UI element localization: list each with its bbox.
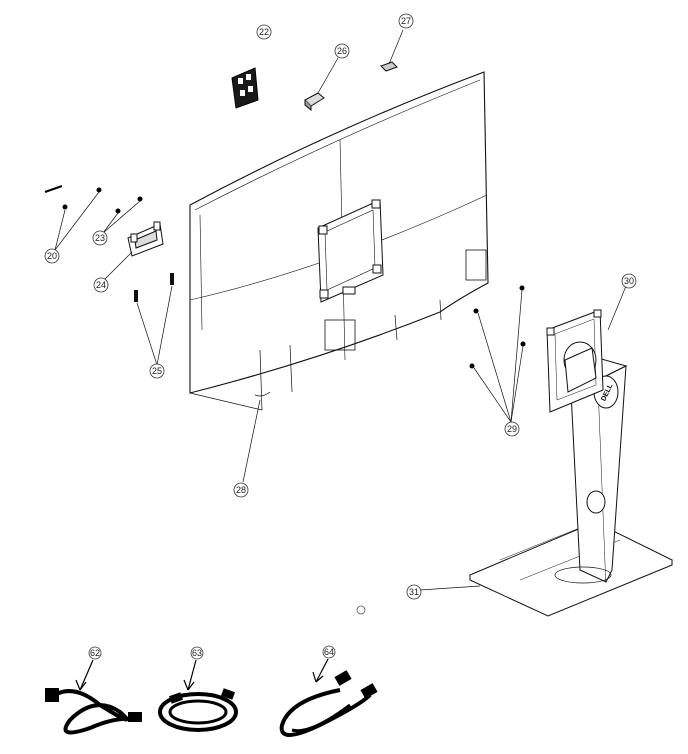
callout-27: 27 — [398, 13, 414, 29]
part-27-pad — [380, 29, 404, 72]
cable-64-displayport — [279, 658, 378, 737]
svg-text:62: 62 — [90, 648, 100, 658]
part-24-bracket — [103, 221, 164, 281]
svg-text:24: 24 — [96, 280, 106, 290]
callout-26: 26 — [334, 43, 350, 59]
part-29-screws — [469, 285, 526, 423]
small-ring — [356, 605, 366, 615]
callout-63: 63 — [190, 646, 204, 660]
svg-text:27: 27 — [401, 16, 411, 26]
vesa-mount-plate — [317, 199, 384, 303]
part-22-bracket — [231, 67, 259, 109]
callout-25: 25 — [149, 363, 165, 379]
callout-23: 23 — [92, 230, 108, 246]
callout-64: 64 — [322, 645, 336, 659]
callout-29: 29 — [504, 421, 520, 437]
part-25-pegs — [134, 273, 174, 366]
callout-28: 28 — [233, 482, 249, 498]
svg-text:25: 25 — [152, 366, 162, 376]
callout-24: 24 — [93, 277, 109, 293]
svg-text:23: 23 — [95, 233, 105, 243]
callout-20: 20 — [44, 248, 60, 264]
svg-text:63: 63 — [192, 648, 202, 658]
svg-text:29: 29 — [507, 424, 517, 434]
callout-31: 31 — [406, 584, 422, 600]
svg-text:26: 26 — [337, 46, 347, 56]
callout-30: 30 — [621, 273, 637, 289]
cable-62-power — [45, 659, 142, 735]
svg-text:64: 64 — [324, 647, 334, 657]
stand-assembly — [419, 285, 674, 617]
svg-text:20: 20 — [47, 251, 57, 261]
svg-text:31: 31 — [409, 587, 419, 597]
cable-63-hdmi — [158, 659, 238, 732]
callouts: 22 27 26 20 23 24 25 28 — [44, 13, 637, 660]
callout-62: 62 — [88, 646, 102, 660]
callout-22: 22 — [256, 24, 272, 40]
part-28-leader — [242, 399, 261, 483]
screws-upper-left — [44, 185, 143, 251]
part-26-clip — [304, 57, 339, 112]
svg-text:30: 30 — [624, 276, 634, 286]
svg-text:22: 22 — [259, 27, 269, 37]
svg-text:28: 28 — [236, 485, 246, 495]
